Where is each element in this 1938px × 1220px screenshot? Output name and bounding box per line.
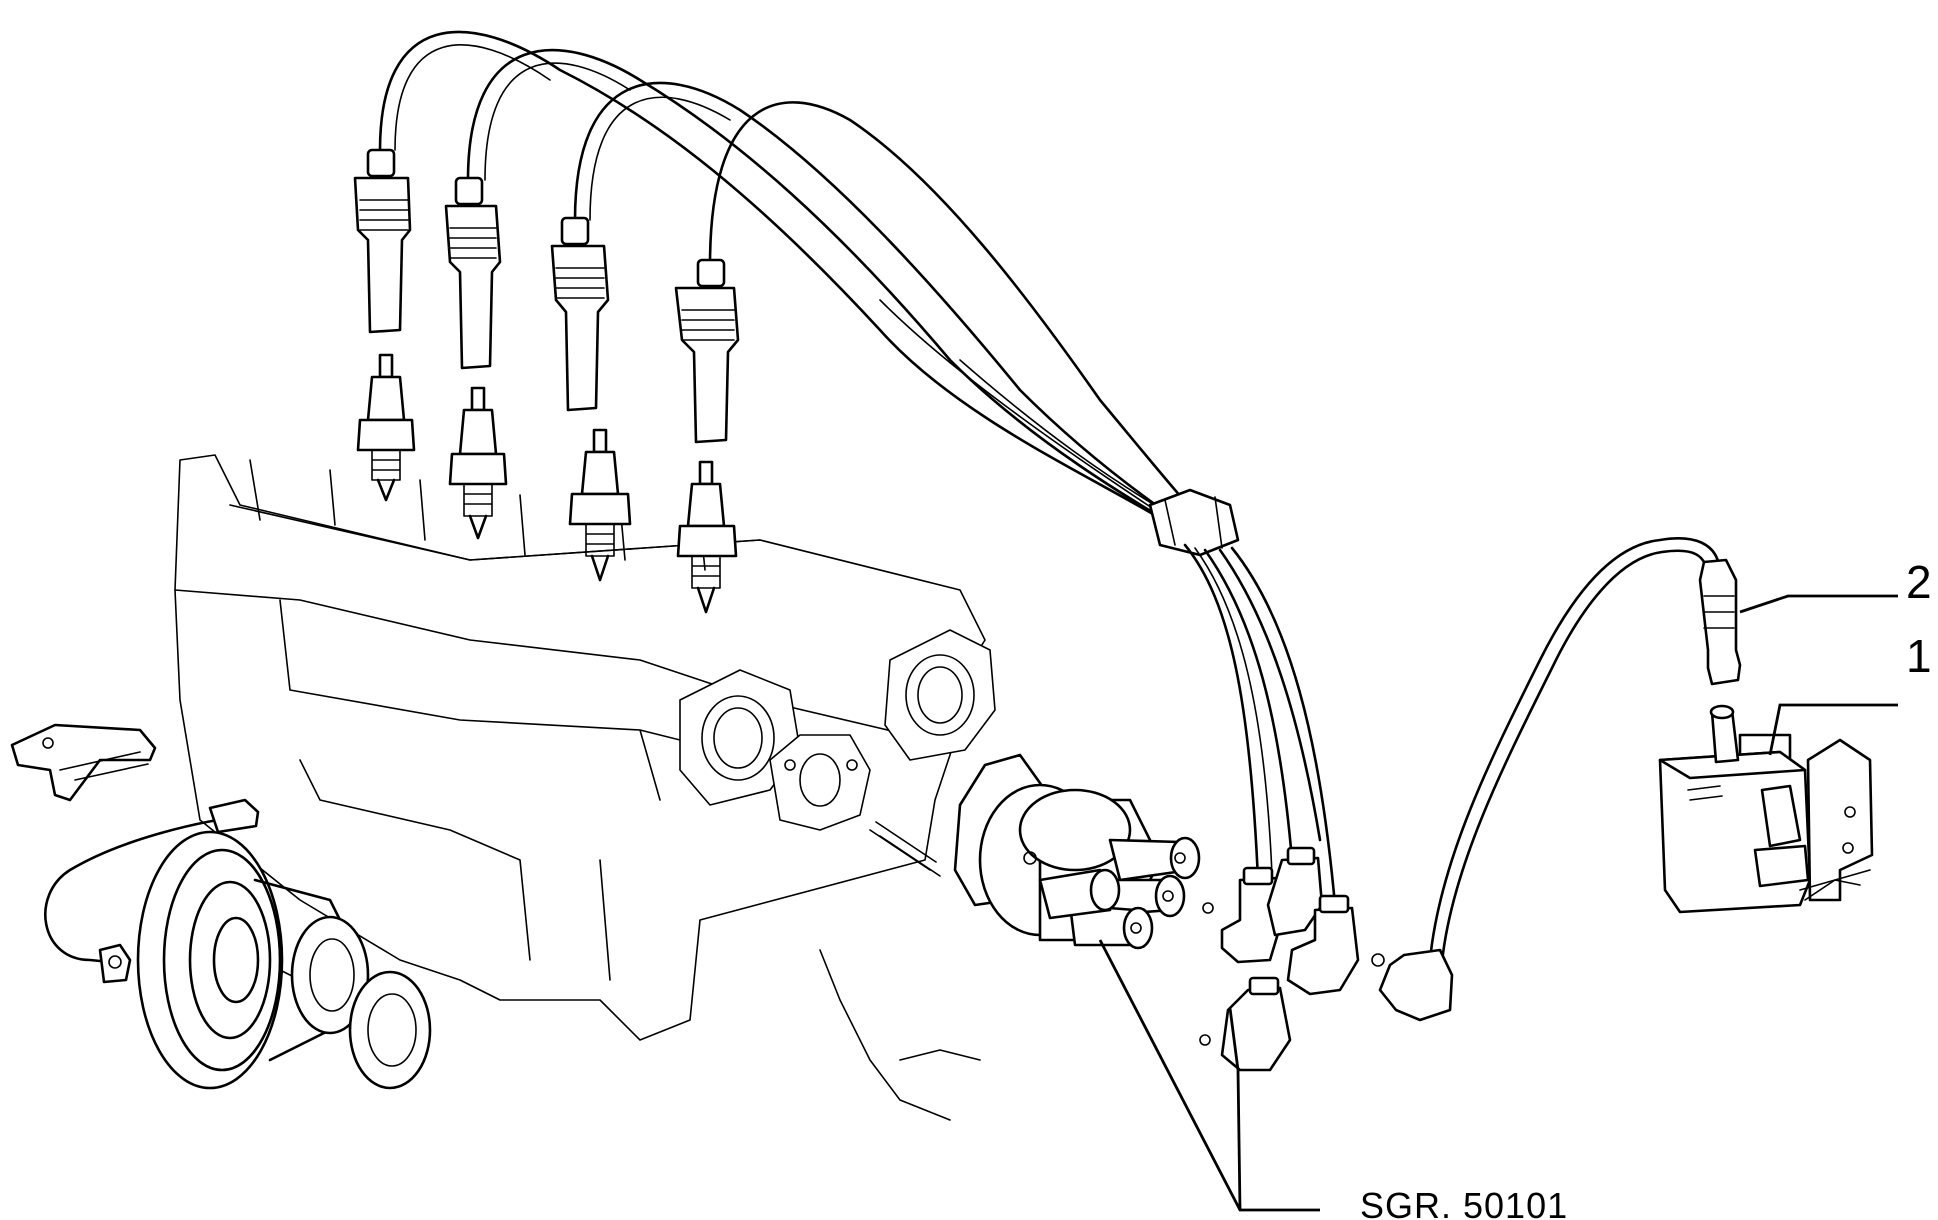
lead-grommet — [1148, 488, 1240, 557]
crank-sensor-cable — [44, 798, 260, 984]
callout-item-2: 2 — [1906, 556, 1932, 608]
callout-1-leader — [1768, 703, 1898, 756]
lead-terminal-c — [1286, 894, 1360, 996]
spark-plug-3 — [568, 428, 632, 582]
group-reference-leader — [1098, 939, 1320, 1212]
distributor-leads — [1183, 543, 1337, 907]
lead-terminal-b — [1266, 846, 1324, 937]
group-reference-label: SGR. 50101 — [1360, 1185, 1568, 1220]
crankshaft-pulley — [136, 830, 432, 1090]
coil-lead — [1371, 537, 1742, 1022]
distributor-flange — [769, 734, 871, 831]
engine-block-outline — [174, 454, 996, 1121]
spark-plug-1 — [356, 353, 416, 502]
spark-plug-2 — [448, 386, 508, 540]
ht-lead-bundle — [378, 30, 1227, 547]
exhaust-port-right — [884, 629, 996, 761]
terminal-pin-b — [1199, 1034, 1211, 1046]
spark-plug-boot-4 — [674, 258, 740, 444]
lead-terminal-d — [1220, 976, 1292, 1072]
callout-item-1: 1 — [1906, 630, 1932, 682]
spark-plug-boot-1 — [353, 148, 412, 334]
spark-plug-4 — [676, 460, 738, 614]
terminal-pin-a — [1202, 902, 1214, 914]
ignition-coil — [1658, 704, 1874, 914]
spark-plug-boot-3 — [550, 216, 610, 412]
crank-sensor-bracket — [10, 723, 157, 802]
callout-2-leader — [1739, 594, 1898, 614]
lead-terminal-a — [1220, 866, 1284, 964]
exhaust-port-left — [679, 669, 801, 806]
distributor — [869, 753, 1201, 950]
spark-plug-boot-2 — [444, 176, 502, 370]
